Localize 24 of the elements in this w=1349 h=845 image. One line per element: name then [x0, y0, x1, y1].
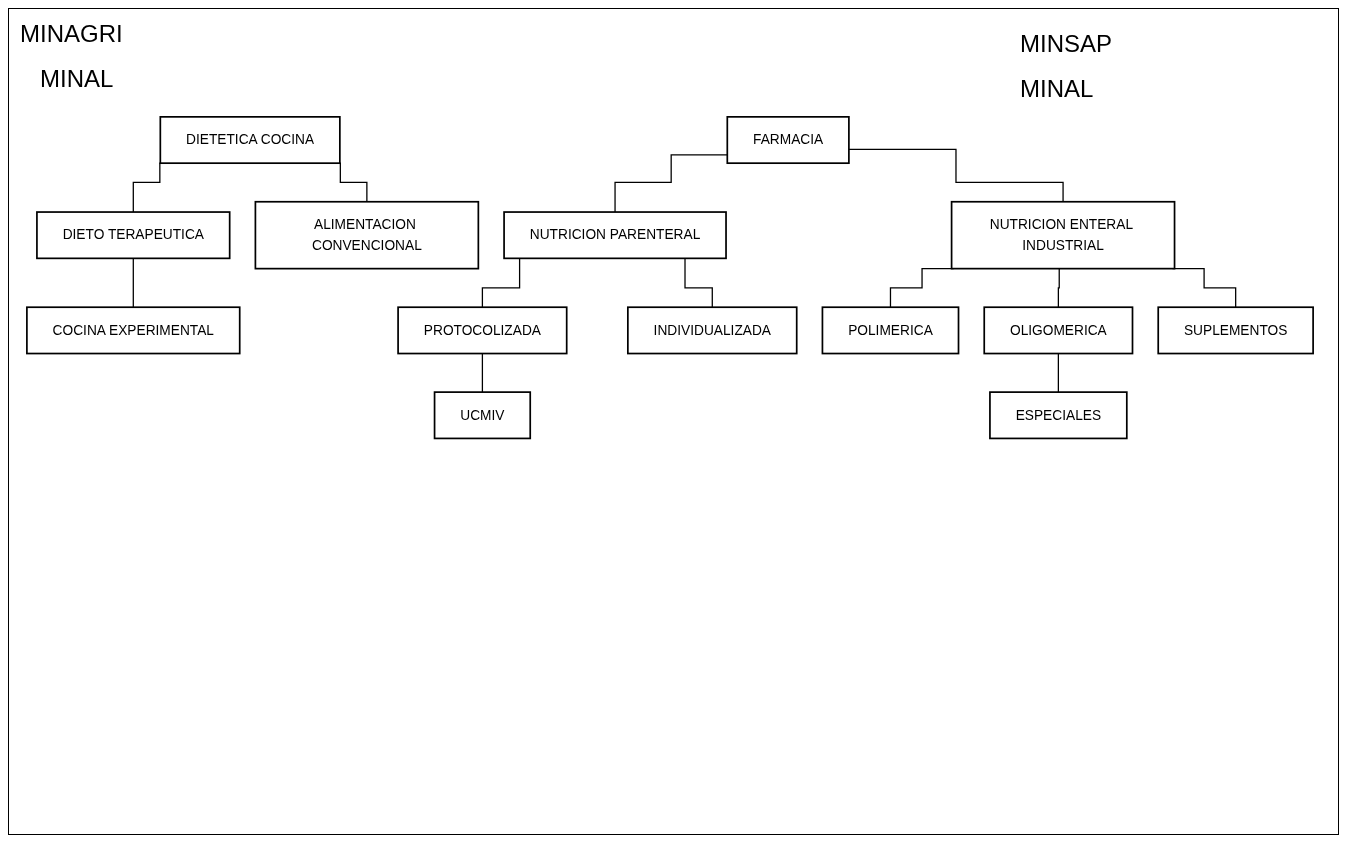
- node-box: OLIGOMERICA: [983, 306, 1134, 355]
- connector: [614, 154, 728, 213]
- node-box: UCMIV: [433, 391, 532, 440]
- node-box: SUPLEMENTOS: [1157, 306, 1314, 355]
- node-box: ESPECIALES: [989, 391, 1128, 440]
- agency-label: MINAL: [40, 65, 114, 93]
- connector: [1057, 352, 1059, 393]
- connector: [132, 257, 134, 308]
- node-box: FARMACIA: [726, 116, 850, 164]
- connector: [848, 148, 1064, 203]
- connector: [481, 352, 484, 393]
- connector: [1057, 268, 1061, 308]
- node-box: ALIMENTACION CONVENCIONAL: [254, 200, 480, 270]
- node-box: COCINA EXPERIMENTAL: [26, 306, 241, 355]
- node-box: DIETETICA COCINA: [159, 116, 341, 164]
- agency-label: MINAGRI: [20, 20, 123, 48]
- node-box: DIETO TERAPEUTICA: [36, 211, 231, 260]
- node-box: INDIVIDUALIZADA: [627, 306, 798, 355]
- node-box: POLIMERICA: [821, 306, 960, 355]
- agency-label: MINSAP: [1020, 30, 1112, 58]
- node-box: NUTRICION PARENTERAL: [503, 211, 727, 260]
- node-box: NUTRICION ENTERAL INDUSTRIAL: [950, 200, 1176, 270]
- agency-label: MINAL: [1020, 75, 1094, 103]
- node-box: PROTOCOLIZADA: [397, 306, 568, 355]
